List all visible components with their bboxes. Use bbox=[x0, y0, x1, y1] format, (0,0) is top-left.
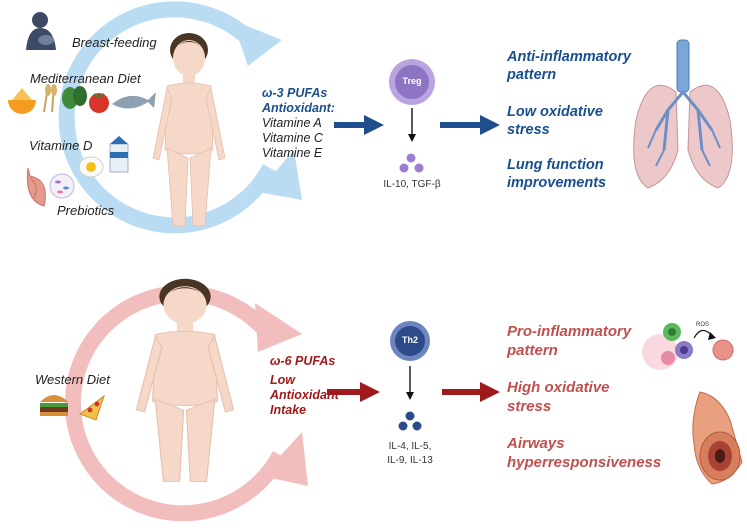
vitamin-a-label: Vitamine A bbox=[262, 116, 322, 130]
outcome-anti-inflammatory: Anti-inflammatory pattern bbox=[507, 49, 632, 83]
vitamin-e-label: Vitamine E bbox=[262, 146, 323, 160]
outcome-low-oxidative-stress: Low oxidative stress bbox=[507, 104, 603, 138]
th2-cell bbox=[390, 321, 430, 361]
outcome-high-oxidative-stress: High oxidative stress bbox=[507, 379, 610, 415]
th2-cytokines: IL-4, IL-5, IL-9, IL-13 bbox=[387, 441, 433, 466]
th2-label: Th2 bbox=[401, 335, 418, 345]
spinach-icon bbox=[62, 86, 87, 109]
top-cycle-arrow bbox=[58, 1, 302, 234]
milk-carton-icon bbox=[109, 136, 129, 173]
label-breastfeeding: Breast-feeding bbox=[72, 35, 157, 50]
outcome-pro-inflammatory: Pro-inflammatory pattern bbox=[507, 323, 632, 359]
lungs-illustration bbox=[633, 39, 733, 189]
wheat-icon bbox=[43, 84, 57, 113]
top-arrow-to-treg bbox=[334, 115, 384, 135]
treg-cell bbox=[389, 59, 435, 105]
treg-cytokine-dots bbox=[399, 153, 424, 173]
pizza-icon bbox=[78, 394, 105, 421]
top-arrow-to-outcomes bbox=[440, 115, 500, 135]
fish-icon bbox=[112, 92, 156, 109]
tomato-icon bbox=[89, 93, 109, 113]
inflammatory-cells-illustration bbox=[642, 323, 734, 370]
breastfeeding-icon bbox=[26, 12, 56, 50]
intestine-icon bbox=[26, 167, 46, 207]
bottom-arrow-to-th2 bbox=[327, 382, 380, 402]
antioxidant-label: Antioxidant: bbox=[262, 101, 335, 115]
outcome-airways-hyperresponsiveness: Airways hyperresponsiveness bbox=[507, 435, 662, 471]
bottom-nutrient-block: ω-6 PUFAs Low Antioxidant Intake bbox=[270, 354, 339, 417]
airway-illustration bbox=[692, 391, 743, 485]
treg-label: Treg bbox=[402, 76, 422, 86]
treg-cytokines: IL-10, TGF-β bbox=[383, 179, 441, 190]
label-western-diet: Western Diet bbox=[35, 372, 110, 387]
outcome-lung-function: Lung function improvements bbox=[507, 157, 607, 191]
ros-label: ROS bbox=[696, 322, 710, 328]
bacteria-icon bbox=[49, 173, 75, 199]
omega-3-label: ω-3 PUFAs bbox=[262, 86, 328, 100]
orange-icon bbox=[8, 88, 36, 114]
obese-child-figure bbox=[135, 278, 235, 482]
vitamin-c-label: Vitamine C bbox=[262, 131, 323, 145]
bottom-arrow-to-outcomes bbox=[442, 382, 500, 402]
egg-icon bbox=[78, 156, 104, 178]
label-prebiotics: Prebiotics bbox=[57, 203, 115, 218]
th2-cytokine-dots bbox=[398, 411, 422, 431]
label-mediterranean-diet: Mediterranean Diet bbox=[30, 71, 141, 86]
top-nutrient-block: ω-3 PUFAs Antioxidant: Vitamine A Vitami… bbox=[262, 86, 335, 161]
label-vitamin-d: Vitamine D bbox=[29, 138, 93, 153]
healthy-child-figure bbox=[152, 32, 226, 227]
burger-icon bbox=[40, 395, 68, 416]
omega-6-label: ω-6 PUFAs bbox=[270, 354, 336, 368]
